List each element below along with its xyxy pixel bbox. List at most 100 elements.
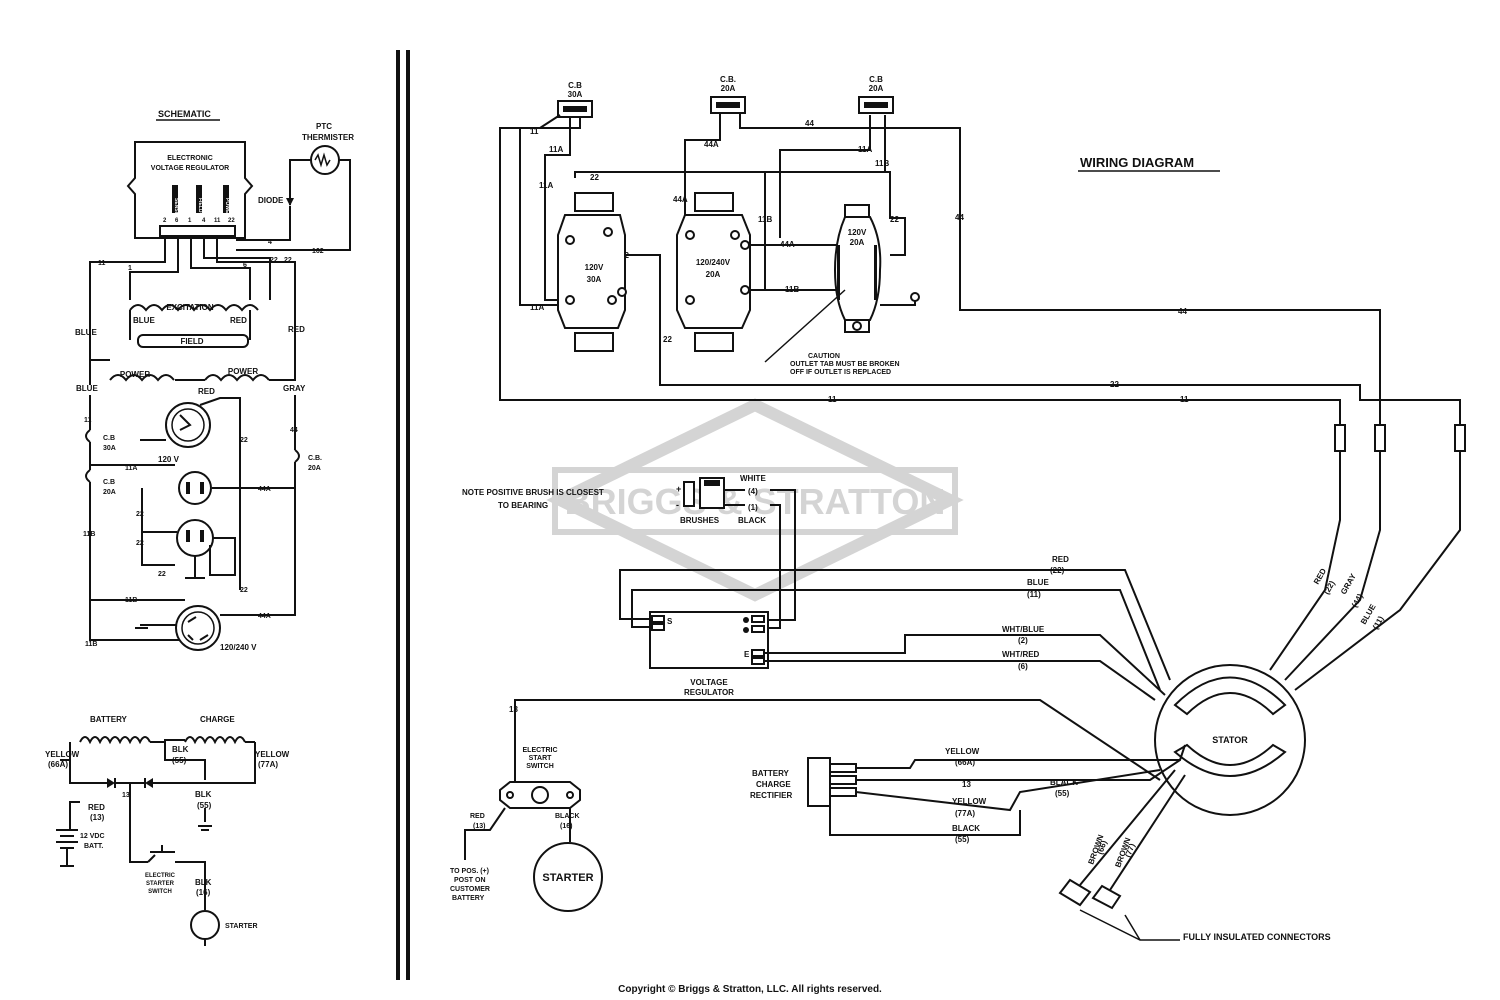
schematic-receptacle-120-240v: 120/240 V bbox=[135, 605, 257, 652]
svg-text:PTC: PTC bbox=[316, 122, 332, 131]
svg-text:-: - bbox=[676, 500, 679, 510]
wire-13-run bbox=[514, 699, 1161, 790]
wire-label-11a: 11A bbox=[549, 145, 563, 154]
wire-label-44a-c: 44A bbox=[780, 240, 795, 249]
svg-text:CAUTION: CAUTION bbox=[808, 353, 840, 360]
svg-text:YELLOW: YELLOW bbox=[45, 750, 80, 759]
svg-text:E: E bbox=[744, 650, 750, 659]
svg-text:SWITCH: SWITCH bbox=[526, 763, 554, 770]
evr-pin-leads bbox=[89, 236, 296, 360]
svg-text:BLACK: BLACK bbox=[555, 813, 580, 820]
schematic-battery-charge-circuit: BATTERY CHARGE YELLOW (66A) YELLOW (77A)… bbox=[45, 715, 290, 946]
svg-text:44A: 44A bbox=[258, 613, 271, 620]
svg-text:(22): (22) bbox=[1322, 579, 1337, 596]
svg-text:(16): (16) bbox=[196, 888, 211, 897]
schematic-wire-label-6: 6 bbox=[243, 262, 247, 269]
wire-label-44: 44 bbox=[805, 119, 814, 128]
svg-text:(55): (55) bbox=[1055, 789, 1070, 798]
schematic-wire-label-1: 1 bbox=[128, 265, 132, 272]
svg-text:1: 1 bbox=[188, 218, 192, 224]
svg-text:STARTER: STARTER bbox=[542, 872, 593, 884]
svg-text:BRUSHES: BRUSHES bbox=[680, 516, 720, 525]
wire-label-22: 22 bbox=[590, 173, 599, 182]
svg-text:WHT/RED: WHT/RED bbox=[1002, 650, 1040, 659]
svg-text:RED: RED bbox=[1052, 555, 1069, 564]
svg-text:13: 13 bbox=[962, 780, 971, 789]
svg-text:30A: 30A bbox=[103, 445, 116, 452]
svg-text:BLACK: BLACK bbox=[738, 516, 766, 525]
circuit-breaker-20a-middle: C.B. 20A bbox=[710, 75, 746, 114]
outlet-120-240v-20a: 120/240V 20A bbox=[676, 192, 751, 352]
svg-text:STARTER: STARTER bbox=[146, 881, 175, 887]
svg-text:C.B: C.B bbox=[103, 435, 115, 442]
svg-text:(6): (6) bbox=[1018, 662, 1028, 671]
svg-text:FIELD: FIELD bbox=[180, 337, 203, 346]
schematic-title: SCHEMATIC bbox=[158, 109, 211, 119]
svg-text:BLK: BLK bbox=[195, 878, 212, 887]
svg-text:S: S bbox=[667, 617, 673, 626]
svg-text:C.B: C.B bbox=[568, 81, 582, 90]
svg-text:RED: RED bbox=[470, 813, 485, 820]
wiring-diagram-title: WIRING DIAGRAM bbox=[1080, 155, 1194, 170]
svg-text:(55): (55) bbox=[172, 756, 187, 765]
svg-text:6: 6 bbox=[175, 218, 179, 224]
svg-text:BLUE: BLUE bbox=[1027, 578, 1049, 587]
svg-text:POWER: POWER bbox=[224, 198, 230, 217]
svg-text:11A: 11A bbox=[125, 465, 137, 472]
svg-text:(66A): (66A) bbox=[955, 758, 975, 767]
svg-text:RED: RED bbox=[88, 803, 105, 812]
svg-text:(44): (44) bbox=[1350, 592, 1365, 609]
schematic-wire-label-22: 22 bbox=[270, 257, 278, 264]
stator-lead-labels-upper: RED (22) BLUE (11) WHT/BLUE (2) WHT/RED … bbox=[1002, 555, 1069, 671]
svg-text:120V: 120V bbox=[848, 228, 867, 237]
svg-text:(22): (22) bbox=[1050, 566, 1065, 575]
svg-text:C.B.: C.B. bbox=[720, 75, 736, 84]
svg-text:11B: 11B bbox=[125, 597, 137, 604]
svg-text:GRAY: GRAY bbox=[1339, 572, 1358, 596]
diode-wire bbox=[236, 206, 291, 241]
svg-text:+: + bbox=[676, 484, 681, 494]
stator: STATOR bbox=[1154, 664, 1306, 816]
svg-text:WHT/BLUE: WHT/BLUE bbox=[1002, 625, 1045, 634]
schematic-wire-label-22-b: 22 bbox=[284, 257, 292, 264]
svg-text:YELLOW: YELLOW bbox=[952, 797, 987, 806]
svg-text:CHARGE: CHARGE bbox=[756, 780, 791, 789]
starter-motor: STARTER bbox=[533, 842, 603, 912]
svg-text:BATTERY: BATTERY bbox=[452, 895, 485, 902]
svg-text:FULLY INSULATED CONNECTORS: FULLY INSULATED CONNECTORS bbox=[1183, 932, 1331, 942]
svg-text:22: 22 bbox=[158, 571, 166, 578]
svg-text:WHITE: WHITE bbox=[740, 474, 766, 483]
svg-text:ELECTRONIC: ELECTRONIC bbox=[167, 155, 213, 162]
schematic-label-blue: BLUE bbox=[75, 328, 97, 337]
svg-text:C.B.: C.B. bbox=[308, 455, 322, 462]
svg-text:(2): (2) bbox=[1018, 636, 1028, 645]
wire-label-11b-c: 11B bbox=[785, 285, 799, 294]
wire-label-13: 13 bbox=[509, 705, 518, 714]
schematic-wire-label-11: 11 bbox=[98, 260, 106, 267]
schematic-receptacle-120v: 120 V bbox=[140, 397, 241, 590]
svg-text:ELECTRIC: ELECTRIC bbox=[145, 873, 176, 879]
svg-text:BLK: BLK bbox=[172, 745, 189, 754]
schematic-duplex-receptacle: 22 22 22 bbox=[136, 471, 236, 579]
diode-label: DIODE bbox=[258, 196, 284, 205]
wire-label-11b-b: 11B bbox=[758, 215, 772, 224]
excitation-winding: EXCITATION BLUE RED FIELD bbox=[129, 303, 259, 348]
voltage-regulator: S E VOLTAGE REGULATOR bbox=[619, 569, 1171, 701]
wire-label-11-b: 11 bbox=[828, 395, 837, 404]
svg-text:CUSTOMER: CUSTOMER bbox=[450, 886, 490, 893]
svg-text:POST ON: POST ON bbox=[454, 877, 486, 884]
svg-text:120 V: 120 V bbox=[158, 455, 180, 464]
svg-text:120V: 120V bbox=[585, 263, 604, 272]
brush-assembly: NOTE POSITIVE BRUSH IS CLOSEST TO BEARIN… bbox=[462, 474, 796, 629]
svg-text:44: 44 bbox=[290, 427, 298, 434]
diode-symbol bbox=[286, 198, 294, 206]
wire-label-11a-d: 11A bbox=[858, 145, 872, 154]
wire-label-22-d: 22 bbox=[663, 335, 672, 344]
svg-text:12 VDC: 12 VDC bbox=[80, 833, 105, 840]
svg-text:YELLOW: YELLOW bbox=[255, 750, 290, 759]
svg-text:(55): (55) bbox=[197, 801, 212, 810]
svg-text:BLACK: BLACK bbox=[1050, 778, 1078, 787]
svg-text:30A: 30A bbox=[587, 275, 602, 284]
circuit-breaker-20a-right: C.B 20A bbox=[858, 75, 894, 114]
copyright-footer: Copyright © Briggs & Stratton, LLC. All … bbox=[618, 984, 882, 995]
